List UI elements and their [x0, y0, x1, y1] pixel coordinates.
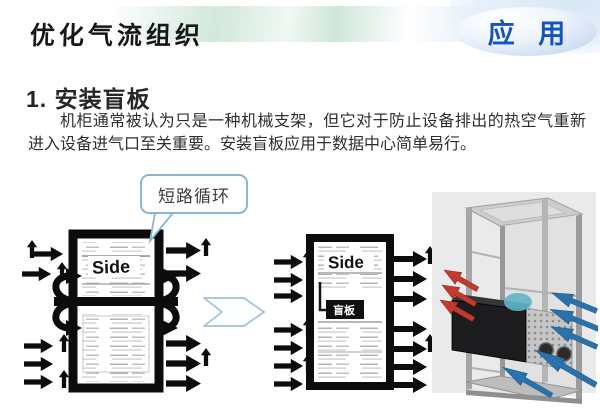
callout-label: 短路循环	[158, 186, 230, 206]
airflow-arrows-bottom-right	[394, 321, 436, 393]
section-heading: 1. 安装盲板	[26, 86, 151, 112]
callout-tail-icon	[148, 208, 178, 244]
airflow-arrows-bottom-left	[24, 334, 70, 390]
airflow-arrows-top-left	[22, 240, 68, 282]
fan-intake	[504, 293, 532, 311]
side-label: Side	[328, 253, 364, 273]
airflow-arrows-top-right	[394, 246, 436, 307]
panel-leader-line	[318, 282, 326, 312]
rack-fineprint-mid	[318, 274, 382, 290]
callout-bubble: 短路循环	[140, 174, 248, 214]
blanking-panel	[326, 300, 364, 319]
airflow-arrows-bottom-right	[166, 335, 212, 392]
side-label-backing	[88, 256, 140, 276]
side-label: Side	[92, 256, 131, 277]
rack-fineprint-bottom	[82, 314, 150, 382]
blanking-panel-label: 盲板	[333, 303, 356, 317]
rack-diagram-after: Side 盲板	[274, 234, 436, 393]
page-title: 优化气流组织	[29, 22, 205, 50]
application-badge: 应 用	[456, 7, 597, 56]
airflow-arrows-top-right	[166, 238, 212, 282]
body-paragraph: 机柜通常被认为只是一种机械支架，但它对于防止设备排出的热空气重新进入设备进气口至…	[28, 113, 586, 153]
rack-diagram-before: Side	[22, 229, 212, 393]
application-badge-label: 应 用	[487, 19, 574, 49]
rack-divider	[54, 297, 178, 306]
side-label-backing	[324, 252, 374, 271]
rack-inner-frame	[82, 315, 150, 373]
rack-photo	[432, 192, 598, 404]
transition-arrow-icon	[203, 297, 265, 327]
